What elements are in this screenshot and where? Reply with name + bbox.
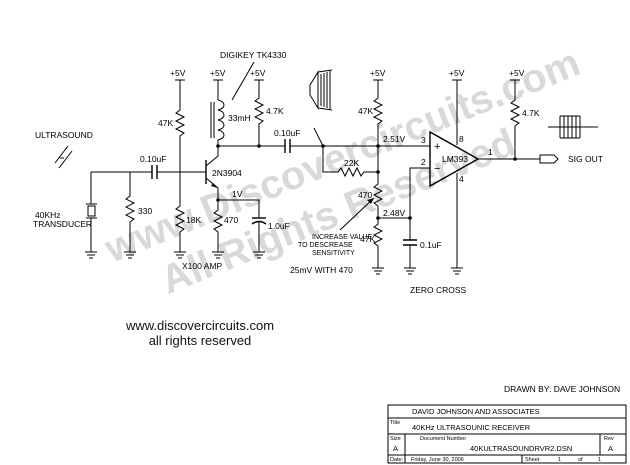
supply-label-6: +5V (509, 68, 525, 78)
pin1-label: 1 (488, 147, 493, 157)
drawn-by-label: DRAWN BY: DAVE JOHNSON (504, 384, 620, 394)
r470-emitter-label: 470 (224, 215, 238, 225)
transducer-label: TRANSDUCER (33, 219, 92, 229)
supply-label-2: +5V (210, 68, 226, 78)
tb-size-hdr: Size (390, 436, 401, 442)
supply-label-3: +5V (250, 68, 266, 78)
r470-pot-label: 470 (358, 190, 372, 200)
r22k-label: 22K (344, 158, 359, 168)
inductor-part-label: DIGIKEY TK4330 (220, 50, 287, 60)
svg-text:+: + (434, 141, 440, 153)
c-emitter-label: 1.0uF (268, 221, 290, 231)
r4k7-col-label: 4.7K (266, 106, 284, 116)
resistor-18k (174, 172, 186, 252)
capacitor-c1 (151, 165, 158, 179)
tb-sheets: 1 (598, 457, 601, 463)
tb-date-hdr: Date: (390, 457, 404, 463)
output-connector (539, 154, 559, 164)
resistor-47k-bias (174, 79, 186, 172)
tb-company: DAVID JOHNSON AND ASSOCIATES (412, 407, 540, 416)
pulse-leader (313, 127, 324, 147)
resistor-4k7-pullup (509, 79, 521, 159)
tb-title: 40KHz ULTRASOUNIC RECEIVER (412, 423, 531, 432)
inductor-33mh (217, 99, 225, 146)
r330-label: 330 (138, 206, 152, 216)
watermark: www.Discovercircuits.com All Rights Rese… (98, 40, 586, 302)
amp-gain-label: X100 AMP (182, 261, 222, 271)
credit-line2: all rights reserved (148, 333, 252, 348)
tb-title-hdr: Title (390, 420, 400, 426)
square-wave-icon (548, 115, 598, 139)
resistor-330 (124, 172, 136, 252)
adjust-note-4: 25mV WITH 470 (290, 265, 353, 275)
tb-rev-hdr: Rev (604, 436, 614, 442)
supply-label-5: +5V (449, 68, 465, 78)
r47k-bottom-label: 47K (360, 234, 375, 244)
tb-sheet: 1 (558, 457, 561, 463)
ultrasound-label: ULTRASOUND (35, 130, 93, 140)
capacitor-emitter (251, 220, 267, 225)
pot-470 (372, 172, 384, 212)
capacitor-c2 (284, 139, 291, 153)
r-pullup-label: 4.7K (522, 108, 540, 118)
transistor-label: 2N3904 (212, 168, 242, 178)
v-minus-label: 2.48V (383, 208, 406, 218)
burst-signal-icon (309, 69, 333, 111)
tb-date: Friday, June 30, 2006 (411, 457, 464, 463)
adjust-note-3: SENSITIVITY (312, 250, 355, 257)
r47k-bias-label: 47K (158, 118, 173, 128)
inductor-value-label: 33mH (228, 113, 251, 123)
c-ref-label: 0.1uF (420, 240, 442, 250)
title-block (387, 404, 627, 464)
sig-out-label: SIG OUT (568, 154, 603, 164)
v-plus-label: 2.51V (383, 134, 406, 144)
tb-of: of (578, 457, 583, 463)
resistor-470-emitter (212, 208, 224, 252)
tb-sheet-hdr: Sheet (525, 457, 540, 463)
r47k-top-label: 47K (358, 106, 373, 116)
pin4-label: 4 (459, 174, 464, 184)
pot-adjust-leader (339, 197, 375, 231)
pin2-label: 2 (421, 157, 426, 167)
adjust-note-2: TO DESCREASE (298, 242, 353, 249)
r18k-label: 18K (186, 215, 201, 225)
svg-text:−: − (434, 163, 440, 175)
pin3-label: 3 (421, 135, 426, 145)
transducer-crystal (87, 205, 96, 217)
sound-wave-symbol (54, 145, 73, 169)
resistor-22k (322, 146, 378, 178)
pin8-label: 8 (459, 134, 464, 144)
emitter-voltage-label: 1V (232, 189, 243, 199)
c2-label: 0.10uF (274, 128, 300, 138)
resistor-47k-bottom (372, 212, 384, 268)
resistor-4k7-collector (253, 79, 265, 146)
c1-label: 0.10uF (140, 154, 166, 164)
zero-cross-label: ZERO CROSS (410, 285, 467, 295)
tb-docnum: 40KULTRASOUNDRVR2.DSN (470, 444, 572, 453)
capacitor-ref (403, 239, 417, 246)
comparator-lm393: + − (429, 130, 480, 188)
inductor-core (210, 102, 215, 138)
supply-label-4: +5V (370, 68, 386, 78)
transducer-freq-label: 40KHz (35, 210, 61, 220)
tb-rev: A (608, 444, 613, 453)
credit-line1: www.discovercircuits.com (125, 318, 275, 333)
resistor-47k-top (372, 79, 384, 146)
tb-size: A (393, 444, 398, 453)
tb-docnum-hdr: Document Number (420, 436, 466, 442)
supply-label-1: +5V (170, 68, 186, 78)
inductor-leader (231, 61, 255, 101)
adjust-note-1: INCREASE VALUE (312, 234, 372, 241)
comparator-label: LM393 (442, 154, 468, 164)
